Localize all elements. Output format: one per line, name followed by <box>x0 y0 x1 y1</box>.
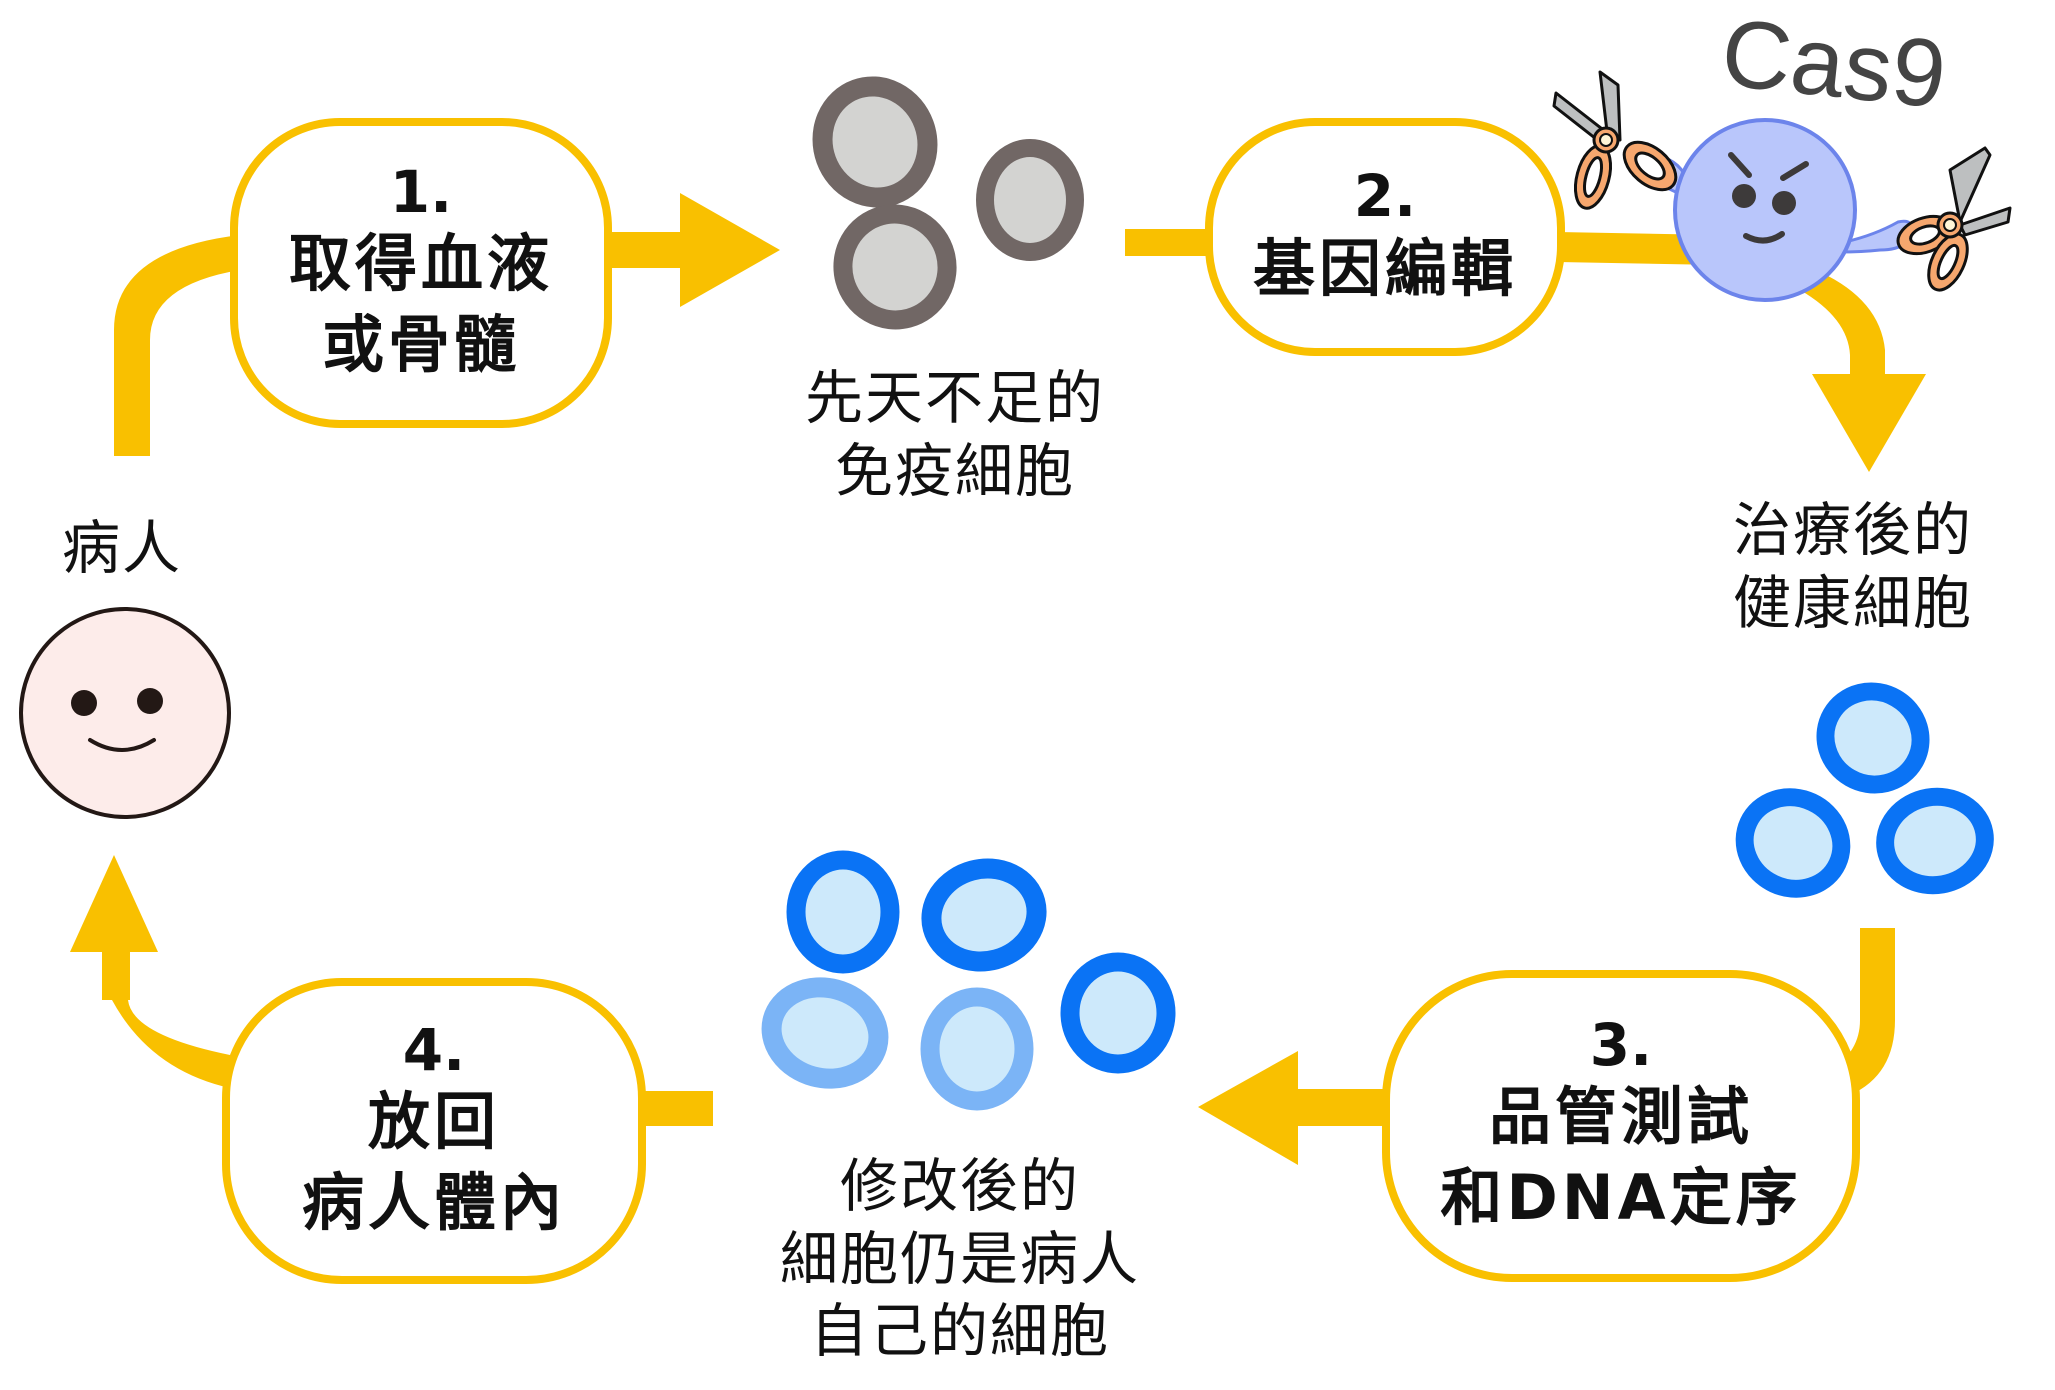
healthy-cell <box>1816 682 1930 794</box>
cas9-eyebrow <box>1780 161 1809 181</box>
label-line: 免疫細胞 <box>834 436 1075 505</box>
cas9-eyebrow <box>1728 152 1752 178</box>
step-text: 放回 <box>367 1085 500 1159</box>
step-text: 品管測試 <box>1488 1080 1753 1154</box>
defective-cells <box>812 76 1084 330</box>
modified-cell <box>786 850 900 974</box>
step-text: 或骨髓 <box>321 307 520 381</box>
patient-label: 病人 <box>62 514 183 582</box>
healthy-cell <box>1735 788 1851 898</box>
step-text: 病人體內 <box>301 1165 566 1239</box>
face-mouth <box>88 738 156 752</box>
label-line: 先天不足的 <box>804 364 1105 432</box>
arrow-head-right-1 <box>680 193 780 307</box>
defective-cell <box>976 139 1084 261</box>
step-text: 取得血液 <box>288 227 553 301</box>
modified-cell-light <box>761 977 889 1089</box>
connector-cells-to-step2 <box>1125 229 1210 256</box>
connector-modified-to-step4 <box>638 1091 713 1126</box>
label-line: 細胞仍是病人 <box>779 1224 1140 1293</box>
label-line: 健康細胞 <box>1732 568 1973 637</box>
step-number: 3. <box>1589 1010 1653 1079</box>
step-1-box: 1. 取得血液 或骨髓 <box>230 118 612 428</box>
arrow-head-up-4 <box>70 855 158 952</box>
step-4-box: 4. 放回 病人體內 <box>222 978 646 1284</box>
cas9-eye <box>1732 184 1756 208</box>
cas9-label: Cas9 <box>1716 0 1951 129</box>
cas9-mouth <box>1743 231 1785 244</box>
arrow-head-down-2 <box>1812 374 1926 472</box>
step-number: 2. <box>1353 161 1417 230</box>
label-line: 自己的細胞 <box>809 1297 1110 1365</box>
flow-arrows <box>70 193 1926 1165</box>
step-number: 4. <box>402 1015 466 1084</box>
arrow-head-left-3 <box>1198 1051 1298 1165</box>
modified-cells-label: 修改後的 細胞仍是病人 自己的細胞 <box>750 1150 1170 1368</box>
healthy-cell <box>1876 787 1994 895</box>
step-3-box: 3. 品管測試 和DNA定序 <box>1382 970 1860 1282</box>
step-text: 和DNA定序 <box>1440 1160 1802 1234</box>
connector-healthy-to-step3 <box>1830 928 1895 1095</box>
connector-step4-to-patient <box>102 940 230 1088</box>
healthy-cells-label: 治療後的 健康細胞 <box>1718 494 1988 639</box>
connector-patient-to-step1 <box>114 235 240 456</box>
defective-cell <box>812 76 938 208</box>
connector-step4-vertical <box>102 950 130 1000</box>
cas9-eye <box>1772 191 1796 215</box>
smiley-face-icon <box>19 607 231 819</box>
connector-step3-shaft <box>1290 1089 1390 1126</box>
step-text: 基因編輯 <box>1252 231 1517 305</box>
scissors-icon <box>1552 70 1678 210</box>
modified-cell <box>1060 952 1176 1074</box>
defective-cells-label: 先天不足的 免疫細胞 <box>790 362 1120 507</box>
scissors-icon <box>1896 146 2012 292</box>
connector-step1-shaft <box>605 232 685 268</box>
label-line: 治療後的 <box>1732 496 1973 564</box>
face-eye <box>137 688 163 714</box>
modified-cells <box>761 850 1176 1111</box>
face-eye <box>71 690 97 716</box>
cas9-body <box>1673 118 1857 302</box>
healthy-cells <box>1735 682 1994 898</box>
modified-cell <box>921 858 1047 972</box>
cas9-scissors-character-icon <box>1552 70 2012 302</box>
step-number: 1. <box>389 157 453 226</box>
modified-cell-light <box>920 987 1034 1111</box>
label-line: 修改後的 <box>839 1152 1080 1220</box>
step-2-box: 2. 基因編輯 <box>1205 118 1565 356</box>
connector-cas9-down <box>1800 272 1885 375</box>
defective-cell <box>833 204 957 330</box>
